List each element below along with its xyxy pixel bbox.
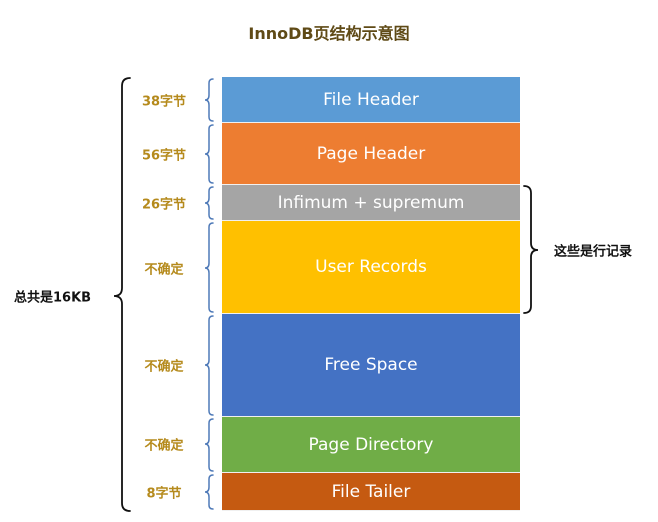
brace-row-records: [523, 185, 539, 314]
block-free-space: Free Space: [222, 314, 520, 417]
block-infimum-supremum: Infimum + supremum: [222, 185, 520, 221]
size-label-user-records: 不确定: [144, 262, 184, 278]
row-records-label: 这些是行记录: [554, 244, 633, 260]
brace-user-records: [204, 222, 214, 313]
brace-page-directory: [204, 418, 214, 472]
block-file-tailer: File Tailer: [222, 473, 520, 511]
block-file-header: File Header: [222, 77, 520, 123]
brace-free-space: [204, 315, 214, 416]
size-label-infimum-supremum: 26字节: [141, 197, 187, 213]
size-label-file-tailer: 8字节: [146, 486, 182, 502]
brace-total: [113, 77, 131, 512]
diagram-title: InnoDB页结构示意图: [248, 24, 410, 43]
brace-page-header: [204, 124, 214, 184]
size-label-file-header: 38字节: [141, 94, 187, 110]
brace-file-tailer: [204, 474, 214, 510]
size-label-page-header: 56字节: [141, 148, 187, 164]
brace-infimum-supremum: [204, 186, 214, 220]
block-user-records: User Records: [222, 221, 520, 314]
total-size-label: 总共是16KB: [14, 290, 92, 306]
block-page-header: Page Header: [222, 123, 520, 185]
block-page-directory: Page Directory: [222, 417, 520, 473]
size-label-page-directory: 不确定: [144, 438, 184, 454]
size-label-free-space: 不确定: [144, 359, 184, 375]
brace-file-header: [204, 78, 214, 122]
